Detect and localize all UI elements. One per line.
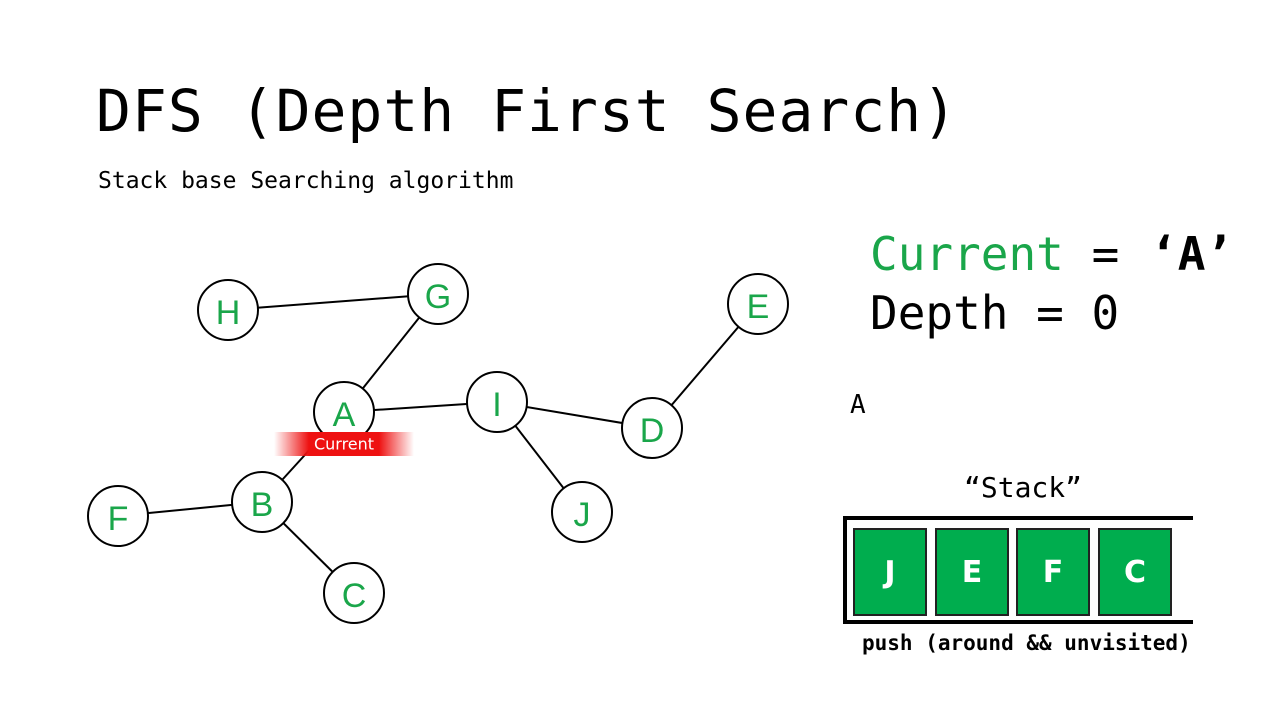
node-circle bbox=[551, 481, 613, 543]
stack-caption: push (around && unvisited) bbox=[862, 631, 1191, 655]
current-tag-label: Current bbox=[314, 435, 374, 454]
node-G: G bbox=[407, 263, 469, 325]
node-label: E bbox=[747, 288, 770, 326]
node-label: J bbox=[574, 496, 591, 534]
node-D: D bbox=[621, 397, 683, 459]
node-F: F bbox=[87, 485, 149, 547]
visited-list: A bbox=[850, 390, 866, 420]
edge-H-G bbox=[227, 293, 439, 311]
node-circle bbox=[727, 273, 789, 335]
node-circle bbox=[87, 485, 149, 547]
slide-title: DFS (Depth First Search) bbox=[96, 77, 959, 145]
node-label: C bbox=[342, 577, 367, 615]
stack-item: F bbox=[1016, 528, 1090, 616]
node-label: G bbox=[425, 278, 451, 316]
current-tag-bg bbox=[274, 432, 414, 456]
current-status: Current = bbox=[870, 226, 1119, 282]
current-equals: = bbox=[1063, 227, 1120, 281]
node-C: C bbox=[323, 562, 385, 624]
node-circle bbox=[407, 263, 469, 325]
current-tag: Current bbox=[274, 432, 414, 456]
node-label: H bbox=[216, 294, 241, 332]
node-circle bbox=[621, 397, 683, 459]
node-label: D bbox=[640, 412, 665, 450]
stack-item: C bbox=[1098, 528, 1172, 616]
node-I: I bbox=[466, 371, 528, 433]
stack-container: J E F C bbox=[843, 516, 1193, 624]
node-label: A bbox=[333, 396, 356, 434]
node-J: J bbox=[551, 481, 613, 543]
current-key: Current bbox=[870, 227, 1064, 281]
node-circle bbox=[466, 371, 528, 433]
slide-subtitle: Stack base Searching algorithm bbox=[98, 168, 514, 194]
node-circle bbox=[231, 471, 293, 533]
depth-status: Depth = 0 bbox=[870, 286, 1120, 340]
node-circle bbox=[197, 279, 259, 341]
node-E: E bbox=[727, 273, 789, 335]
node-H: H bbox=[197, 279, 259, 341]
node-label: B bbox=[251, 486, 274, 524]
node-label: F bbox=[108, 500, 129, 538]
stack-item: E bbox=[935, 528, 1009, 616]
node-label: I bbox=[492, 386, 501, 424]
node-B: B bbox=[231, 471, 293, 533]
node-circle bbox=[323, 562, 385, 624]
stack-label: “Stack” bbox=[964, 471, 1083, 504]
current-value: ‘A’ bbox=[1150, 227, 1234, 281]
node-A: A bbox=[313, 381, 375, 443]
stack-item: J bbox=[853, 528, 927, 616]
